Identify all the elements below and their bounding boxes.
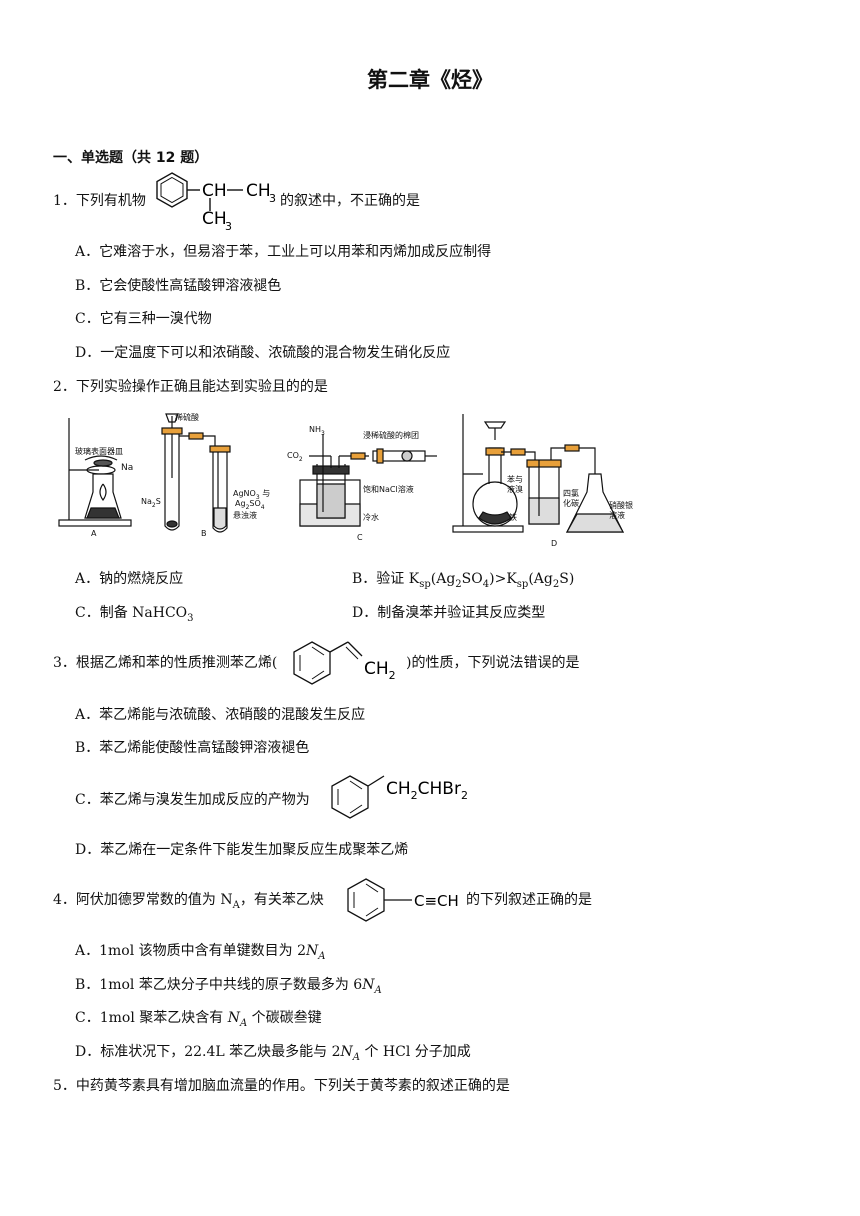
q3-stem-post: )的性质，下列说法错误的是 xyxy=(406,655,580,671)
svg-text:C≡CH: C≡CH xyxy=(414,892,459,910)
svg-text:C: C xyxy=(357,533,363,542)
svg-text:Na2S: Na2S xyxy=(141,497,161,509)
q2-option-b: B．验证 Ksp(Ag2SO4)>Ksp(Ag2S) xyxy=(352,571,575,590)
q1-structure: CH CH 3 CH 3 xyxy=(156,172,276,232)
q2-option-a: A．钠的燃烧反应 xyxy=(75,571,184,587)
q4-option-b: B．1mol 苯乙炔分子中共线的原子数最多为 6NA xyxy=(75,977,382,996)
svg-text:CO2: CO2 xyxy=(287,451,303,463)
q3-option-c-structure: CH2CHBr2 xyxy=(331,775,468,819)
svg-text:铁: 铁 xyxy=(509,512,517,522)
svg-text:CH2CHBr2: CH2CHBr2 xyxy=(386,779,468,802)
apparatus-b xyxy=(161,413,231,533)
section-heading: 一、单选题（共 12 题） xyxy=(53,150,209,166)
q1-option-c: C．它有三种一溴代物 xyxy=(75,311,212,327)
q3-option-d: D．苯乙烯在一定条件下能发生加聚反应生成聚苯乙烯 xyxy=(75,842,409,858)
svg-text:B: B xyxy=(201,529,207,538)
q1-option-a: A．它难溶于水，但易溶于苯，工业上可以用苯和丙烯加成反应制得 xyxy=(75,244,492,260)
svg-text:冷水: 冷水 xyxy=(363,512,379,522)
q5-stem: 5．中药黄芩素具有增加脑血流量的作用。下列关于黄芩素的叙述正确的是 xyxy=(53,1078,510,1094)
q3-stem-pre: 3．根据乙烯和苯的性质推测苯乙烯( xyxy=(53,655,278,671)
svg-text:玻璃表面器皿: 玻璃表面器皿 xyxy=(75,446,123,456)
svg-text:四氯: 四氯 xyxy=(563,488,579,498)
q2-stem: 2．下列实验操作正确且能达到实验且的的是 xyxy=(53,379,328,395)
q4-option-d: D．标准状况下，22.4L 苯乙炔最多能与 2NA 个 HCl 分子加成 xyxy=(75,1044,471,1063)
svg-text:A: A xyxy=(91,529,97,538)
svg-text:饱和NaCl溶液: 饱和NaCl溶液 xyxy=(363,484,414,494)
q4-option-c: C．1mol 聚苯乙炔含有 NA 个碳碳叁键 xyxy=(75,1010,322,1029)
q1-option-d: D．一定温度下可以和浓硝酸、浓硫酸的混合物发生硝化反应 xyxy=(75,345,451,361)
svg-text:NH3: NH3 xyxy=(309,425,325,437)
page-title: 第二章《烃》 xyxy=(367,68,493,92)
svg-text:液溴: 液溴 xyxy=(507,484,523,494)
svg-text:化碳: 化碳 xyxy=(563,498,579,508)
q4-phenylacetylene-structure: C≡CH xyxy=(347,878,459,922)
svg-text:3: 3 xyxy=(225,220,232,232)
svg-text:溶液: 溶液 xyxy=(609,510,625,520)
svg-text:硝酸银: 硝酸银 xyxy=(609,500,633,510)
svg-text:AgNO3 与: AgNO3 与 xyxy=(233,489,270,501)
q2-option-c: C．制备 NaHCO3 xyxy=(75,605,194,624)
q4-stem-pre: 4．阿伏加德罗常数的值为 NA，有关苯乙炔 xyxy=(53,892,324,911)
q3-option-a: A．苯乙烯能与浓硫酸、浓硝酸的混酸发生反应 xyxy=(75,707,366,723)
apparatus-c xyxy=(299,434,437,527)
q3-option-c: C．苯乙烯与溴发生加成反应的产物为 xyxy=(75,792,310,808)
svg-text:Ag2SO4: Ag2SO4 xyxy=(235,499,265,511)
q3-styrene-structure: CH2 xyxy=(293,641,396,685)
svg-text:Na: Na xyxy=(121,463,133,473)
svg-text:悬浊液: 悬浊液 xyxy=(233,510,257,520)
apparatus-d xyxy=(452,414,625,533)
q4-option-a: A．1mol 该物质中含有单键数目为 2NA xyxy=(75,943,326,962)
svg-text:CH: CH xyxy=(202,209,227,229)
q2-option-d: D．制备溴苯并验证其反应类型 xyxy=(352,605,546,621)
q1-stem-post: 的叙述中，不正确的是 xyxy=(280,193,420,209)
q2-apparatus-figure: 玻璃表面器皿 Na A 稀硫酸 Na2S AgNO3 与 Ag2SO4 悬浊液 … xyxy=(58,412,633,548)
svg-text:浸稀硫酸的棉团: 浸稀硫酸的棉团 xyxy=(363,430,419,440)
q1-stem-pre: 1．下列有机物 xyxy=(53,193,146,209)
svg-text:CH: CH xyxy=(246,181,271,201)
q4-stem-post: 的下列叙述正确的是 xyxy=(466,892,592,908)
svg-text:3: 3 xyxy=(269,192,276,205)
svg-text:稀硫酸: 稀硫酸 xyxy=(175,412,199,422)
svg-text:苯与: 苯与 xyxy=(507,474,523,484)
svg-text:CH2: CH2 xyxy=(364,659,396,682)
svg-text:D: D xyxy=(551,539,557,548)
q1-mol-ch: CH xyxy=(202,181,227,201)
apparatus-a xyxy=(58,418,132,527)
q1-option-b: B．它会使酸性高锰酸钾溶液褪色 xyxy=(75,278,282,294)
q3-option-b: B．苯乙烯能使酸性高锰酸钾溶液褪色 xyxy=(75,740,310,756)
